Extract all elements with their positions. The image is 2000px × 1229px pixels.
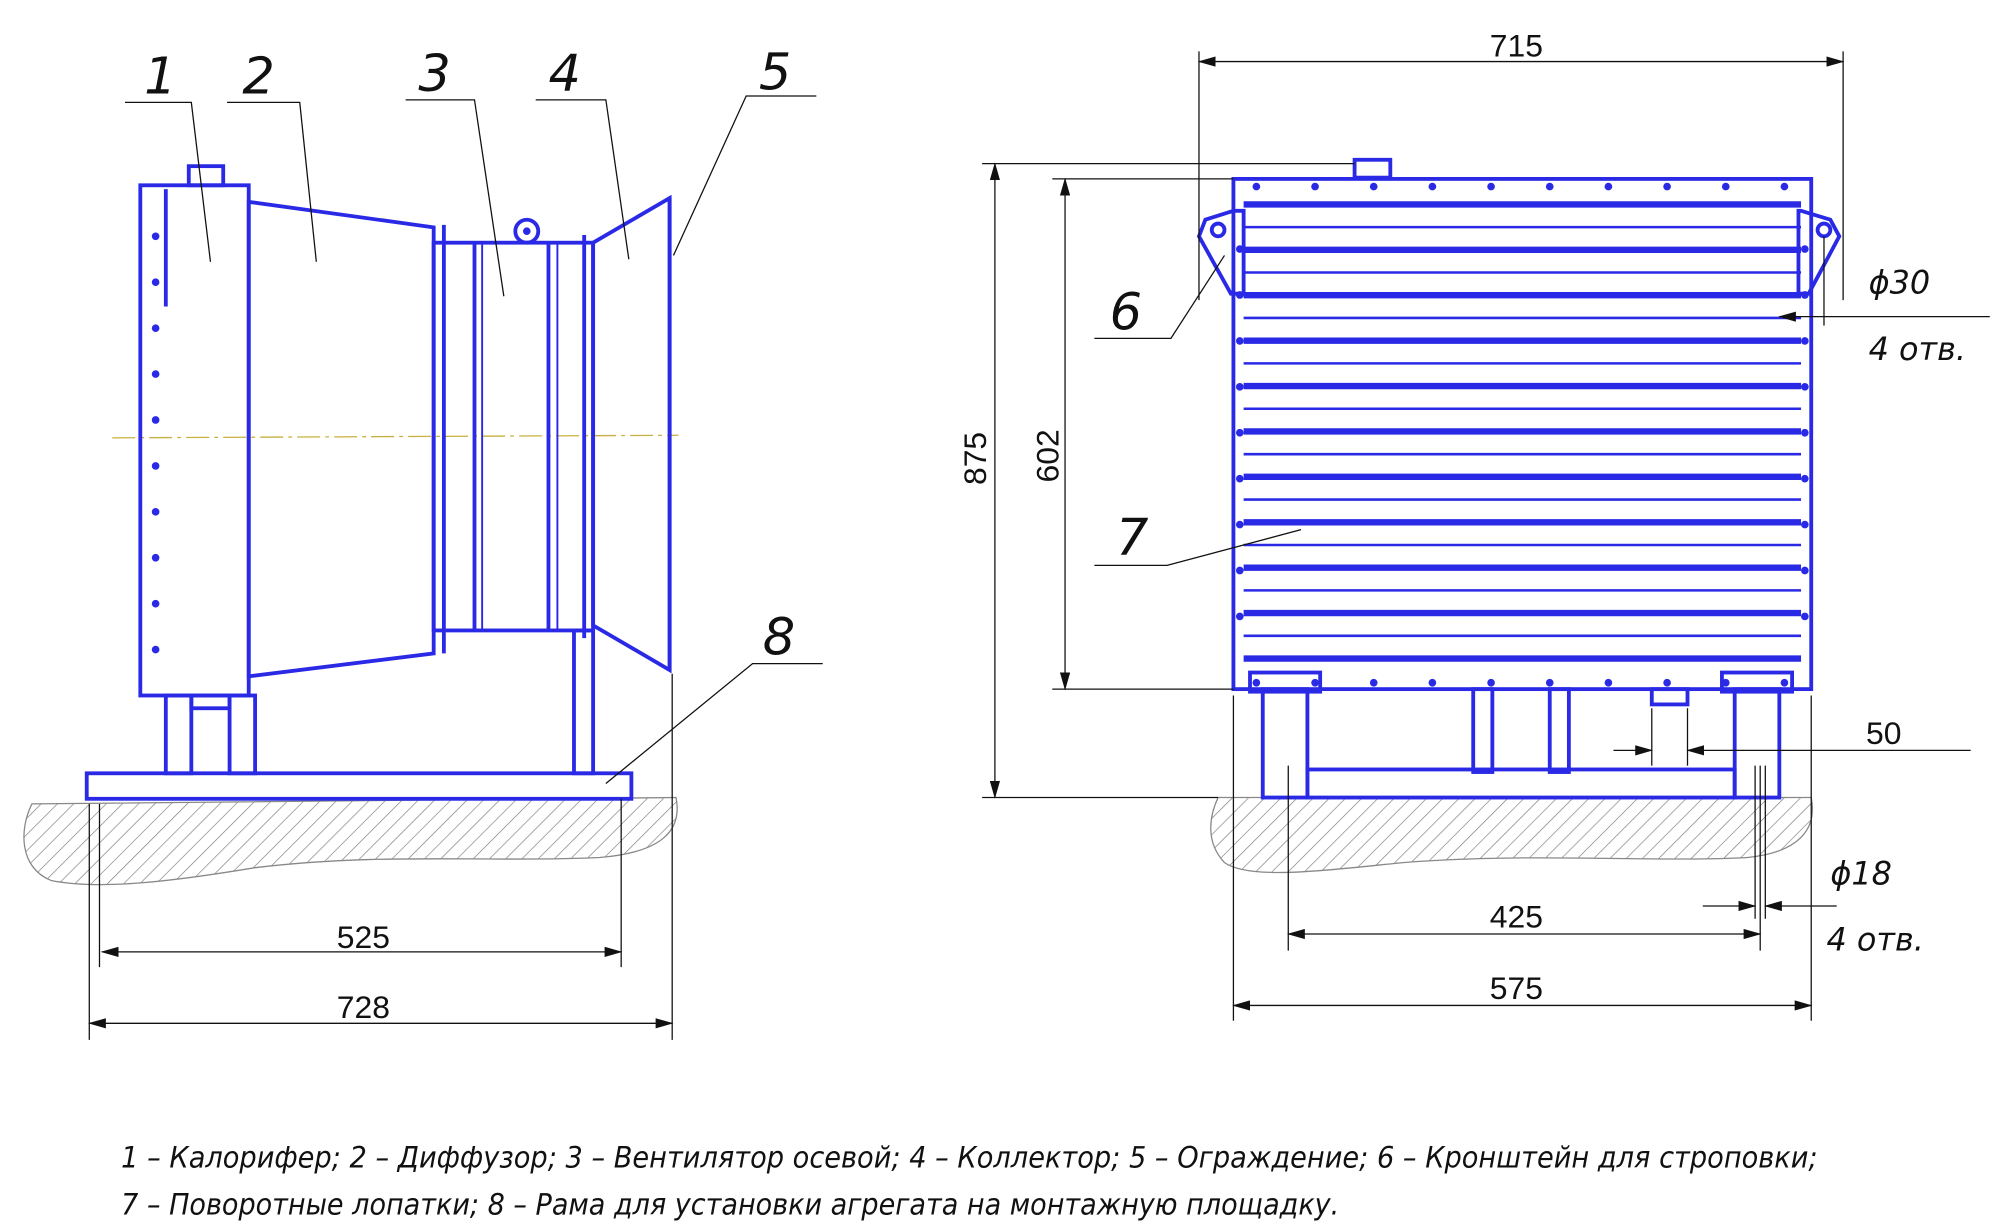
bolt bbox=[1604, 182, 1613, 191]
callout-leaders-side bbox=[125, 95, 823, 784]
support-leg bbox=[1732, 687, 1782, 800]
heater-calorifer bbox=[138, 183, 251, 698]
bolt bbox=[1235, 382, 1244, 391]
base-beam bbox=[1305, 767, 1737, 800]
bolt bbox=[1721, 182, 1730, 191]
callout-1: 1 bbox=[144, 47, 176, 106]
bolt bbox=[151, 370, 160, 378]
bolt bbox=[1252, 678, 1261, 687]
top-cap-left bbox=[186, 164, 226, 188]
callout-3: 3 bbox=[418, 45, 450, 104]
dim-phi18-count: 4 отв. bbox=[1827, 921, 1924, 959]
top-cap-right bbox=[1352, 157, 1393, 180]
dim-phi18: ϕ18 bbox=[1830, 854, 1892, 892]
bolt bbox=[1235, 520, 1244, 529]
side-view: 1 2 3 4 5 8 525 728 bbox=[23, 44, 823, 1040]
ground-hatch-left bbox=[23, 796, 678, 886]
dim-50: 50 bbox=[1866, 715, 1901, 751]
dim-575: 575 bbox=[1490, 970, 1543, 1006]
callout-6: 6 bbox=[1110, 283, 1142, 342]
dim-875: 875 bbox=[957, 432, 993, 485]
support-leg bbox=[163, 693, 194, 776]
dim-425: 425 bbox=[1490, 899, 1543, 935]
bolt bbox=[1801, 566, 1809, 575]
callout-4: 4 bbox=[548, 45, 580, 104]
bolt bbox=[1545, 678, 1554, 687]
dim-525: 525 bbox=[337, 919, 390, 955]
bolt bbox=[1545, 182, 1554, 191]
lifting-bracket-right bbox=[1796, 208, 1842, 296]
front-dimension-lines bbox=[982, 51, 1990, 1021]
bolt bbox=[151, 645, 160, 654]
support-leg bbox=[227, 693, 258, 776]
callout-8: 8 bbox=[763, 609, 795, 668]
bolt bbox=[151, 507, 160, 516]
bolt bbox=[1801, 474, 1809, 483]
collector bbox=[591, 194, 672, 674]
bolt bbox=[1252, 182, 1261, 191]
bolt bbox=[1801, 612, 1809, 621]
callout-leaders-front bbox=[1094, 255, 1302, 567]
legend-line-2: 7 – Поворотные лопатки; 8 – Рама для уст… bbox=[121, 1188, 1339, 1222]
bolt bbox=[1663, 678, 1671, 687]
bolt bbox=[1235, 428, 1244, 437]
dim-phi30: ϕ30 bbox=[1869, 264, 1931, 302]
lifting-bracket-left bbox=[1196, 208, 1246, 296]
bolt bbox=[1604, 678, 1613, 687]
callout-7: 7 bbox=[1116, 509, 1148, 568]
bolt bbox=[151, 553, 160, 562]
bolt bbox=[151, 324, 160, 332]
bolt bbox=[1780, 678, 1789, 687]
bolt bbox=[1235, 474, 1244, 483]
bolt bbox=[1780, 182, 1789, 191]
bolt bbox=[151, 462, 160, 470]
diffuser bbox=[246, 199, 436, 679]
bolt bbox=[1311, 182, 1319, 191]
bolt bbox=[1369, 182, 1378, 191]
bolt bbox=[1801, 520, 1809, 529]
bolt bbox=[1487, 678, 1495, 687]
bolt bbox=[1487, 182, 1495, 191]
dim-728: 728 bbox=[337, 989, 390, 1025]
side-dimension-lines bbox=[88, 673, 674, 1040]
callout-5: 5 bbox=[759, 44, 791, 103]
bolt bbox=[151, 232, 160, 241]
dim-715: 715 bbox=[1490, 27, 1543, 63]
support-leg bbox=[572, 628, 596, 776]
bolt bbox=[1663, 182, 1671, 191]
bolt bbox=[151, 599, 160, 608]
bolt bbox=[1801, 428, 1809, 437]
bolt bbox=[1235, 566, 1244, 575]
bolt bbox=[151, 278, 160, 287]
bolt bbox=[1801, 382, 1809, 391]
bolt bbox=[1428, 182, 1437, 191]
dim-602: 602 bbox=[1030, 429, 1066, 482]
bolt bbox=[1428, 678, 1437, 687]
ground-hatch-right bbox=[1210, 796, 1813, 874]
bolt bbox=[1235, 337, 1244, 345]
bolt bbox=[1311, 678, 1319, 687]
lifting-eye bbox=[513, 217, 541, 245]
front-body bbox=[1231, 177, 1814, 692]
support-leg bbox=[1260, 687, 1310, 800]
legend-line-1: 1 – Калорифер; 2 – Диффузор; 3 – Вентиля… bbox=[121, 1140, 1817, 1174]
bolt bbox=[1235, 612, 1244, 621]
dim-phi30-count: 4 отв. bbox=[1869, 330, 1966, 368]
bolt bbox=[1369, 678, 1378, 687]
mounting-frame bbox=[84, 771, 634, 801]
bolt bbox=[1801, 337, 1809, 345]
front-view: 6 7 bbox=[957, 27, 1990, 1021]
heater-bolts bbox=[151, 232, 160, 654]
bolt bbox=[1801, 245, 1809, 253]
bolt bbox=[151, 416, 160, 424]
callout-2: 2 bbox=[242, 47, 274, 106]
rotating-louvers bbox=[1243, 201, 1802, 662]
